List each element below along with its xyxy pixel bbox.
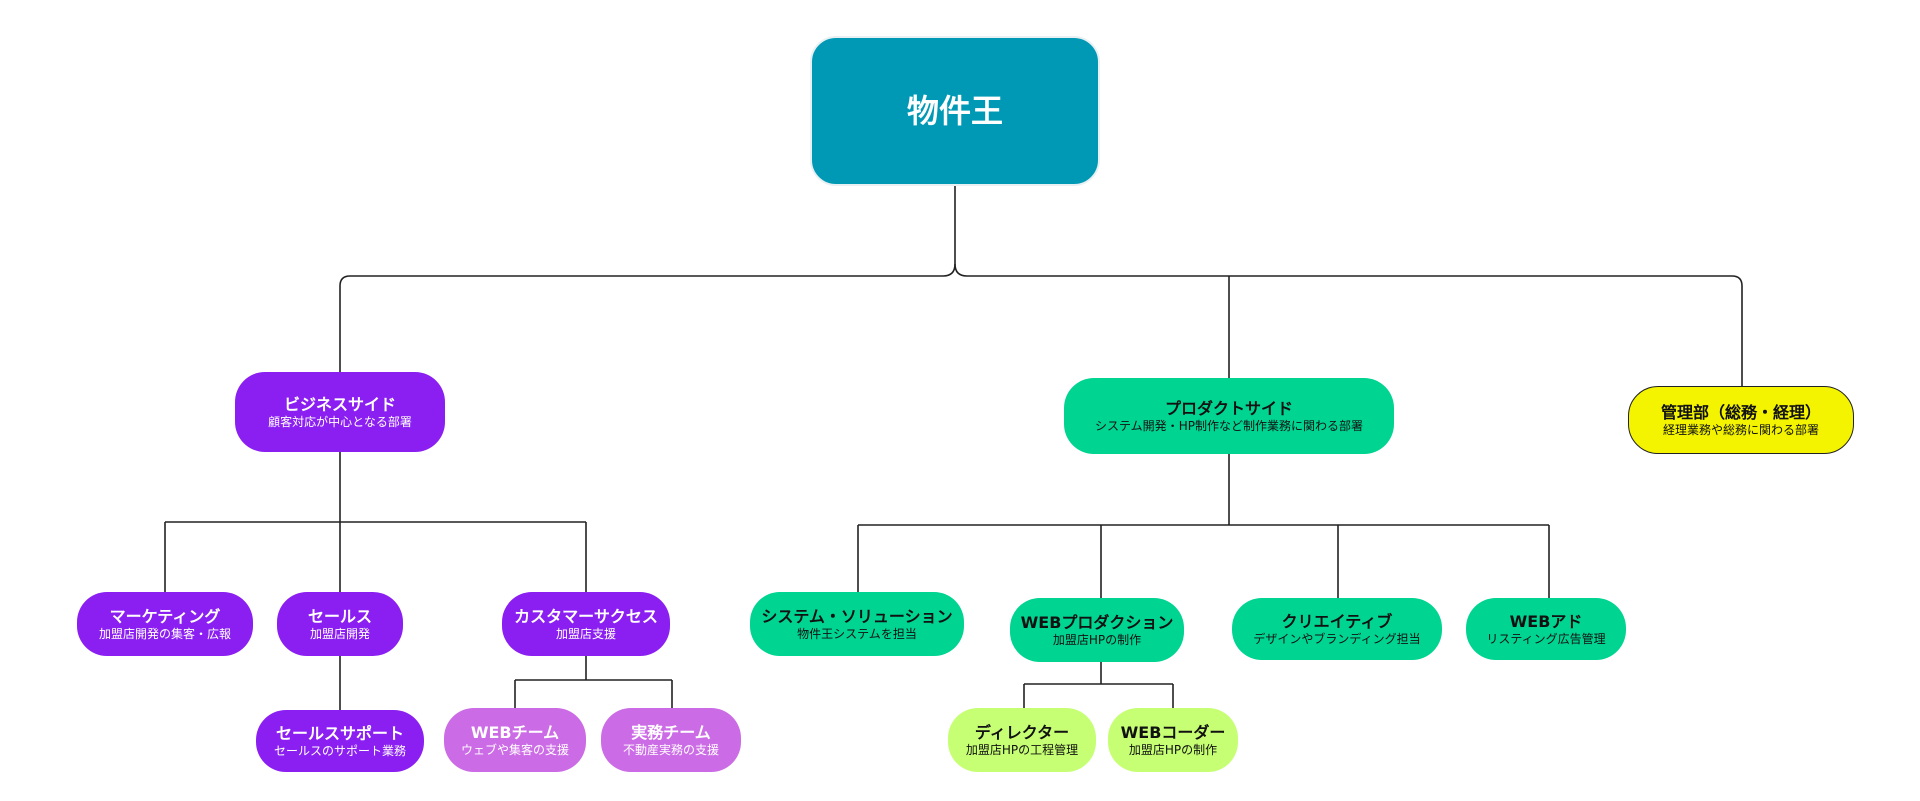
jitsumu-team-subtitle: 不動産実務の支援 <box>622 742 719 757</box>
system-solution-node[interactable]: システム・ソリューション 物件王システムを担当 <box>750 592 964 656</box>
root-node[interactable]: 物件王 <box>810 36 1100 186</box>
sales-support-node[interactable]: セールスサポート セールスのサポート業務 <box>256 710 424 772</box>
product-side-title: プロダクトサイド <box>1164 398 1293 418</box>
web-team-subtitle: ウェブや集客の支援 <box>460 742 569 757</box>
web-ad-node[interactable]: WEBアド リスティング広告管理 <box>1466 598 1626 660</box>
admin-title: 管理部（総務・経理） <box>1660 402 1821 422</box>
root-title: 物件王 <box>906 92 1003 130</box>
web-ad-subtitle: リスティング広告管理 <box>1486 631 1606 646</box>
marketing-node[interactable]: マーケティング 加盟店開発の集客・広報 <box>77 592 253 656</box>
sales-title: セールス <box>307 606 372 626</box>
product-side-node[interactable]: プロダクトサイド システム開発・HP制作など制作業務に関わる部署 <box>1064 378 1394 454</box>
jitsumu-team-title: 実務チーム <box>631 722 711 742</box>
business-side-node[interactable]: ビジネスサイド 顧客対応が中心となる部署 <box>235 372 445 452</box>
director-node[interactable]: ディレクター 加盟店HPの工程管理 <box>948 708 1096 772</box>
director-subtitle: 加盟店HPの工程管理 <box>965 742 1079 757</box>
web-coder-title: WEBコーダー <box>1120 722 1226 742</box>
connector-root-right <box>954 263 1743 386</box>
web-production-subtitle: 加盟店HPの制作 <box>1052 632 1142 647</box>
system-solution-subtitle: 物件王システムを担当 <box>797 626 917 641</box>
admin-node[interactable]: 管理部（総務・経理） 経理業務や総務に関わる部署 <box>1628 386 1854 454</box>
jitsumu-team-node[interactable]: 実務チーム 不動産実務の支援 <box>601 708 741 772</box>
business-side-title: ビジネスサイド <box>283 394 396 414</box>
sales-support-subtitle: セールスのサポート業務 <box>273 743 406 758</box>
web-team-title: WEBチーム <box>470 722 560 742</box>
creative-node[interactable]: クリエイティブ デザインやブランディング担当 <box>1232 598 1442 660</box>
product-side-subtitle: システム開発・HP制作など制作業務に関わる部署 <box>1095 418 1363 433</box>
web-ad-title: WEBアド <box>1509 611 1583 631</box>
director-title: ディレクター <box>974 722 1070 742</box>
web-production-node[interactable]: WEBプロダクション 加盟店HPの制作 <box>1010 598 1184 662</box>
sales-subtitle: 加盟店開発 <box>309 626 370 641</box>
creative-title: クリエイティブ <box>1281 611 1393 631</box>
business-side-subtitle: 顧客対応が中心となる部署 <box>268 414 412 429</box>
sales-support-title: セールスサポート <box>275 723 404 743</box>
web-coder-node[interactable]: WEBコーダー 加盟店HPの制作 <box>1108 708 1238 772</box>
system-solution-title: システム・ソリューション <box>761 606 953 626</box>
customer-success-title: カスタマーサクセス <box>514 606 658 626</box>
web-team-node[interactable]: WEBチーム ウェブや集客の支援 <box>444 708 586 772</box>
marketing-title: マーケティング <box>109 606 221 626</box>
web-production-title: WEBプロダクション <box>1020 612 1174 632</box>
marketing-subtitle: 加盟店開発の集客・広報 <box>98 626 231 641</box>
sales-node[interactable]: セールス 加盟店開発 <box>277 592 403 656</box>
connector-root-trunk <box>339 186 956 372</box>
admin-subtitle: 経理業務や総務に関わる部署 <box>1662 422 1819 437</box>
creative-subtitle: デザインやブランディング担当 <box>1253 631 1421 646</box>
web-coder-subtitle: 加盟店HPの制作 <box>1128 742 1218 757</box>
customer-success-subtitle: 加盟店支援 <box>555 626 616 641</box>
customer-success-node[interactable]: カスタマーサクセス 加盟店支援 <box>502 592 670 656</box>
